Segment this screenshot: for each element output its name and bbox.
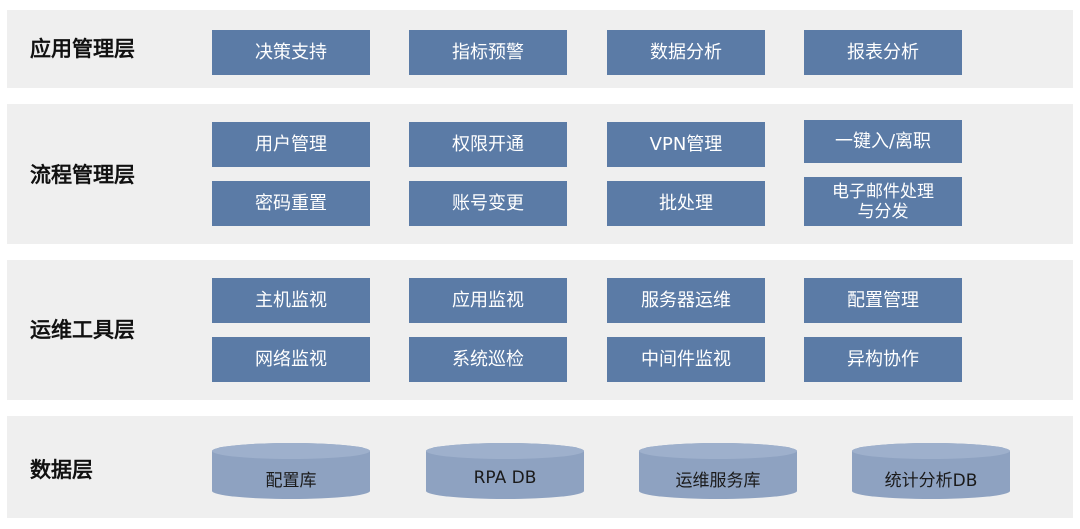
data-layer-label: 数据层 — [30, 458, 93, 482]
report-analysis-box[interactable]: 报表分析 — [804, 30, 962, 75]
database-icon — [852, 443, 1010, 499]
database-icon — [212, 443, 370, 499]
stats-analysis-db-label: 统计分析DB — [884, 470, 978, 491]
config-db-cylinder[interactable]: 配置库 — [212, 443, 370, 499]
application-layer-label: 应用管理层 — [30, 37, 135, 61]
onboard-offboard-box[interactable]: 一键入/离职 — [804, 120, 962, 163]
system-inspection-box[interactable]: 系统巡检 — [409, 337, 567, 382]
process-layer-label: 流程管理层 — [30, 163, 135, 187]
heterogeneous-collab-box[interactable]: 异构协作 — [804, 337, 962, 382]
data-analysis-box[interactable]: 数据分析 — [607, 30, 765, 75]
password-reset-box[interactable]: 密码重置 — [212, 181, 370, 226]
host-monitoring-box[interactable]: 主机监视 — [212, 278, 370, 323]
email-processing-box[interactable]: 电子邮件处理与分发 — [804, 177, 962, 226]
account-change-box[interactable]: 账号变更 — [409, 181, 567, 226]
ops-tools-layer-label: 运维工具层 — [30, 318, 135, 342]
user-management-box[interactable]: 用户管理 — [212, 122, 370, 167]
rpa-db-cylinder[interactable]: RPA DB — [426, 443, 584, 499]
vpn-management-box[interactable]: VPN管理 — [607, 122, 765, 167]
batch-processing-box[interactable]: 批处理 — [607, 181, 765, 226]
email-processing-label: 电子邮件处理与分发 — [832, 181, 934, 222]
rpa-db-label: RPA DB — [473, 468, 537, 488]
ops-service-db-cylinder[interactable]: 运维服务库 — [639, 443, 797, 499]
network-monitoring-box[interactable]: 网络监视 — [212, 337, 370, 382]
middleware-monitoring-box[interactable]: 中间件监视 — [607, 337, 765, 382]
config-management-box[interactable]: 配置管理 — [804, 278, 962, 323]
indicator-warning-box[interactable]: 指标预警 — [409, 30, 567, 75]
ops-service-db-label: 运维服务库 — [675, 470, 761, 491]
stats-analysis-db-cylinder[interactable]: 统计分析DB — [852, 443, 1010, 499]
permission-grant-box[interactable]: 权限开通 — [409, 122, 567, 167]
config-db-label: 配置库 — [265, 470, 317, 491]
database-icon — [426, 443, 584, 499]
server-ops-box[interactable]: 服务器运维 — [607, 278, 765, 323]
application-monitoring-box[interactable]: 应用监视 — [409, 278, 567, 323]
decision-support-box[interactable]: 决策支持 — [212, 30, 370, 75]
database-icon — [639, 443, 797, 499]
